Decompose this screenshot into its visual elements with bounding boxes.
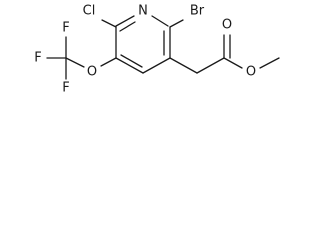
bond-c-o-ester	[223, 57, 243, 69]
atom-label-o-carbonyl: O	[222, 18, 232, 33]
bond-c6-cl	[101, 19, 117, 28]
chemical-structure-diagram: N Br Cl O F F F O O	[34, 4, 280, 96]
atom-label-br: Br	[190, 4, 205, 19]
bond-n-c2	[151, 15, 169, 27]
bond-c2-br	[169, 19, 184, 28]
atom-label-cl: Cl	[83, 4, 96, 19]
atom-label-f-left: F	[34, 51, 41, 66]
bond-c3-ch2	[169, 57, 198, 74]
bond-c6-n-b	[119, 21, 136, 32]
substituent-bonds	[46, 19, 280, 80]
bond-c4-c5-a	[115, 57, 144, 74]
bond-c6-n-a	[115, 15, 135, 27]
atom-label-o-ester: O	[246, 65, 256, 80]
bond-c5-o	[100, 57, 117, 67]
bond-o-ch3	[259, 57, 280, 69]
bond-o-cf3	[65, 57, 85, 68]
bond-ch2-c	[196, 57, 225, 74]
bond-c4-c5-b	[120, 54, 143, 68]
atom-labels: N Br Cl O F F F O O	[34, 4, 256, 96]
bond-c3-c4	[142, 57, 171, 74]
atom-label-n: N	[138, 4, 148, 19]
pyridine-ring	[115, 15, 171, 74]
atom-label-o-ether: O	[87, 65, 97, 80]
atom-label-f-top: F	[62, 21, 69, 36]
atom-label-f-bottom: F	[62, 81, 69, 96]
